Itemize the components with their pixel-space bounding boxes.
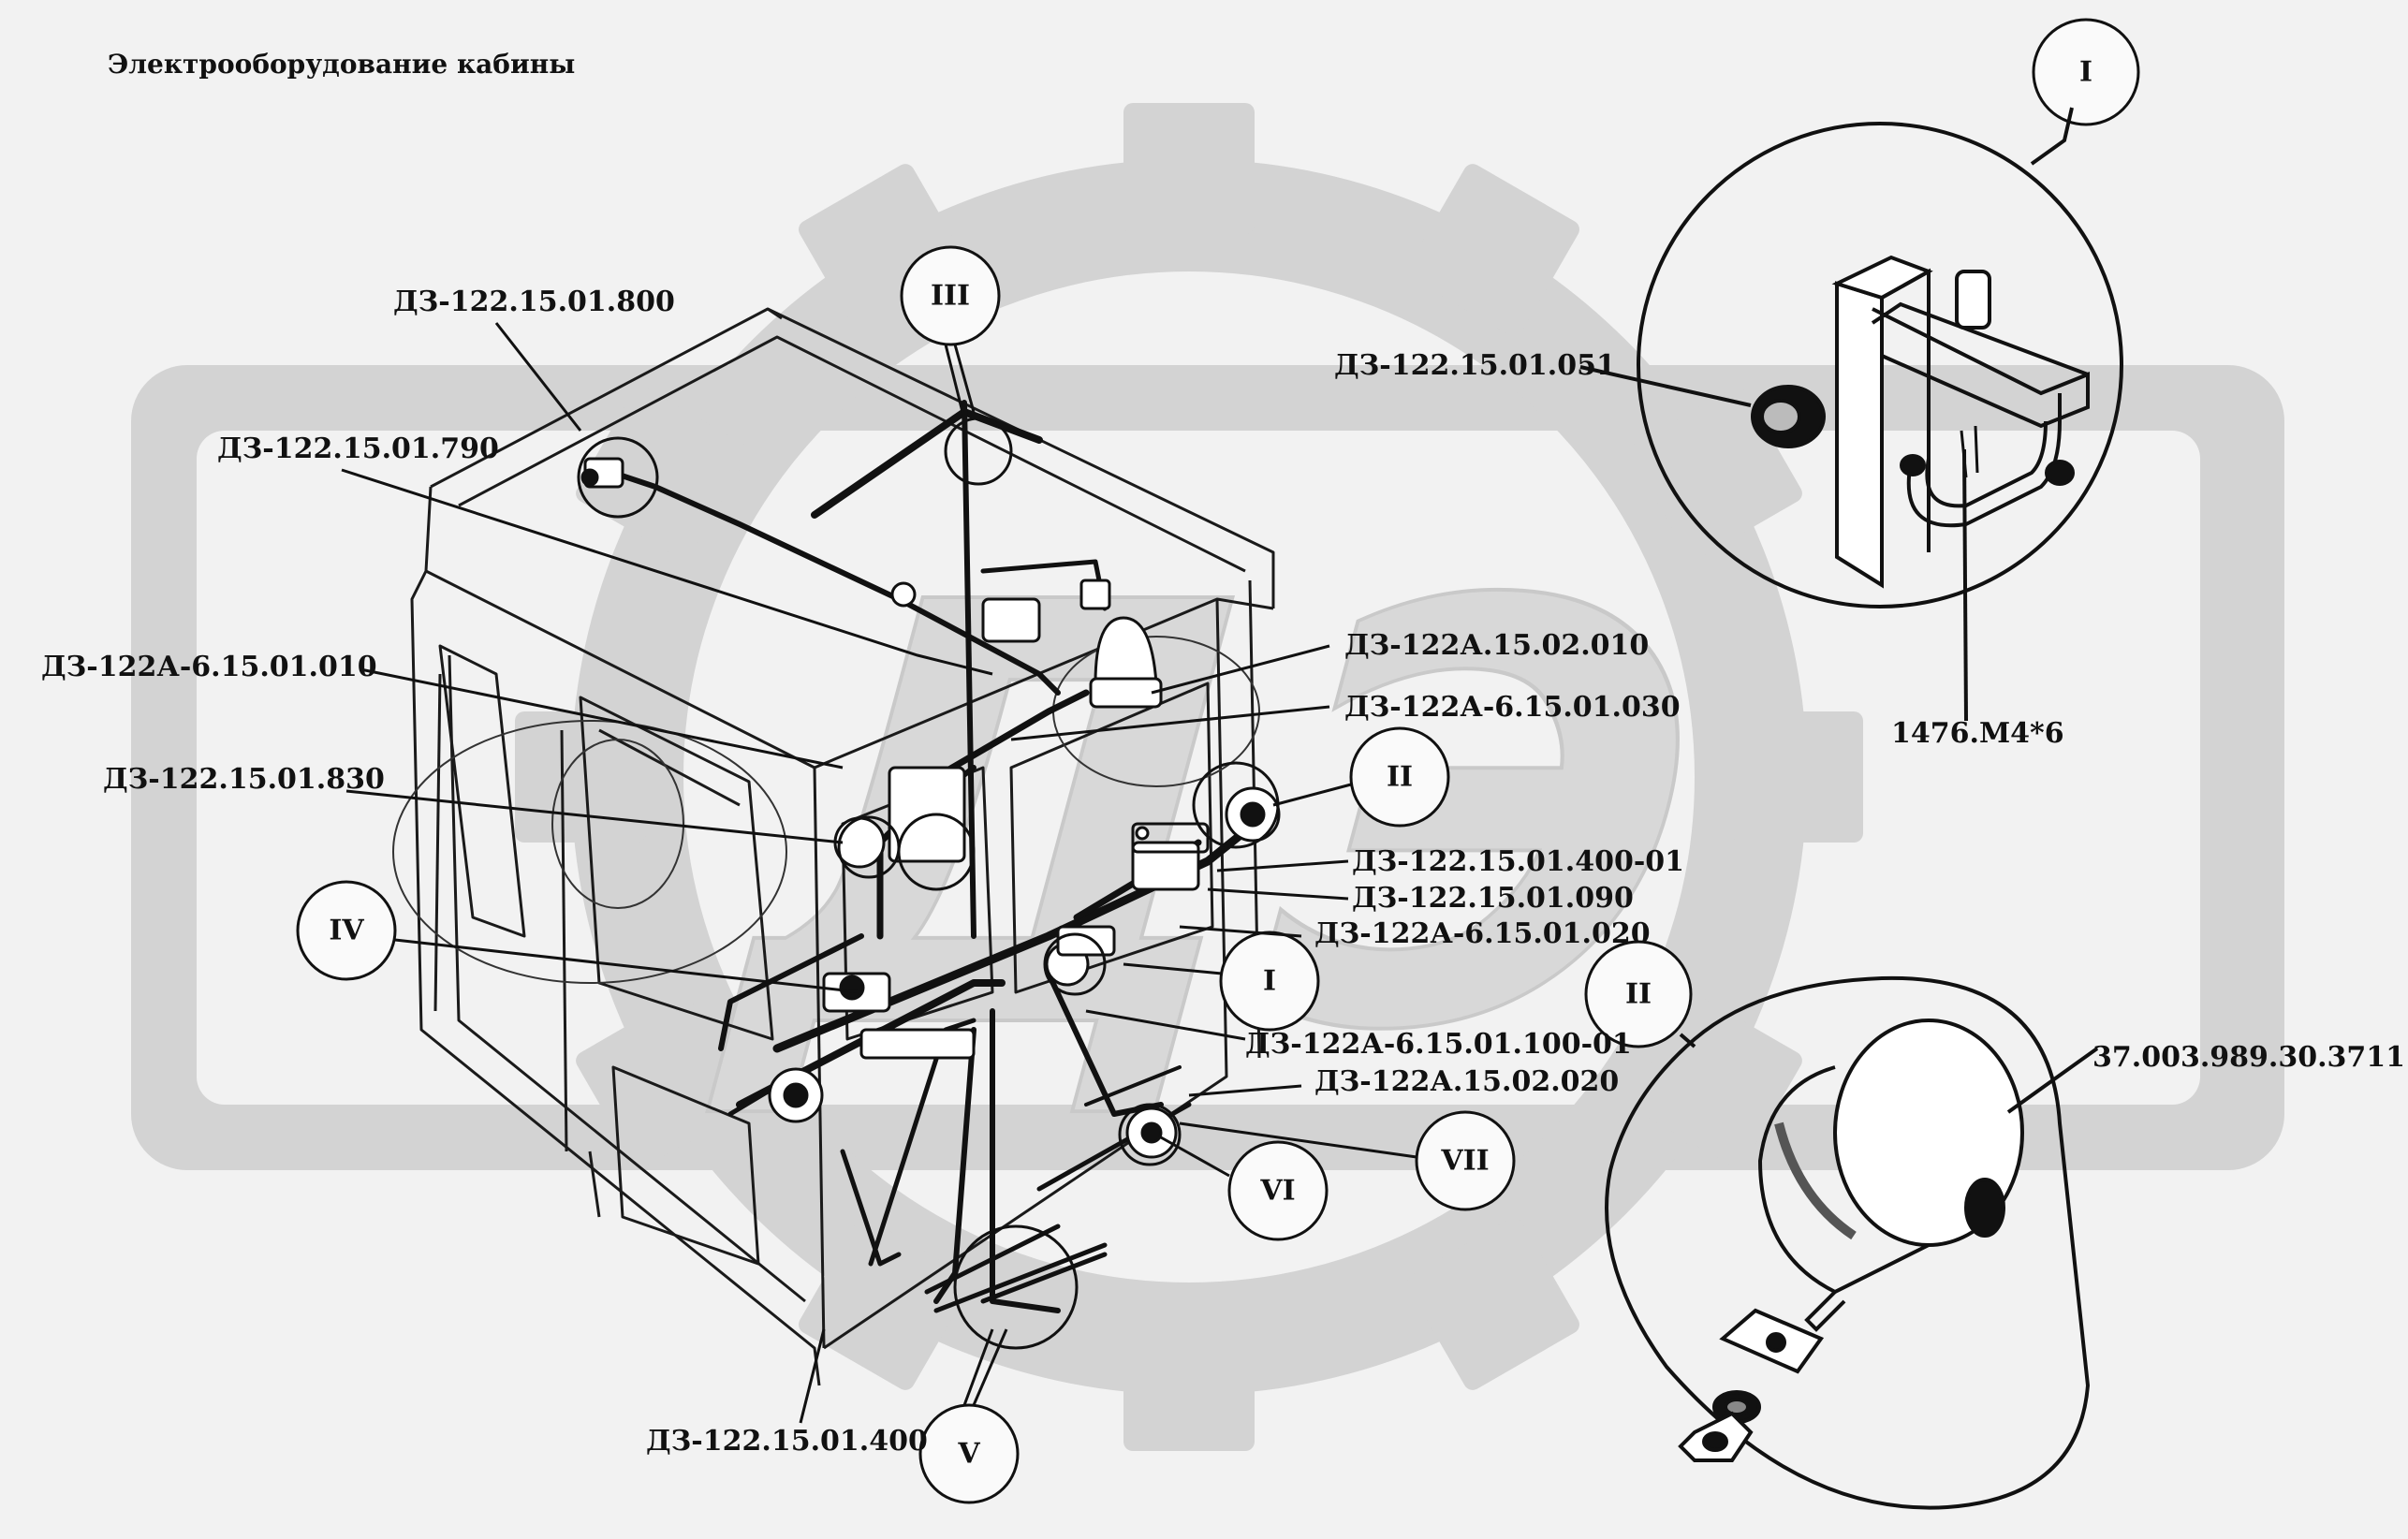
view-ref-circle-iv: [296, 880, 397, 981]
part-label: ДЗ-122А.15.02.010: [1344, 629, 1650, 662]
view-ref-circle-vii: [1415, 1110, 1516, 1211]
view-ref-vii: VII: [1441, 1144, 1490, 1178]
view-ref-i-cabin: I: [1262, 964, 1277, 998]
part-label: 1476.М4*6: [1891, 717, 2064, 750]
view-ref-ii-cabin: II: [1386, 760, 1414, 794]
part-label: ДЗ-122А-6.15.01.030: [1344, 691, 1681, 724]
part-label: ДЗ-122.15.01.051: [1334, 349, 1616, 382]
part-label: ДЗ-122А-6.15.01.010: [41, 651, 377, 683]
part-label: ДЗ-122.15.01.400-01: [1352, 845, 1685, 878]
cabin-body: [392, 307, 1275, 1386]
part-label: 37.003.989.30.3711: [2092, 1041, 2406, 1074]
view-ref-circle-iii: [900, 245, 1001, 346]
view-ref-vi: VI: [1260, 1174, 1296, 1208]
detail-circles: [577, 417, 1280, 1350]
view-ref-iii: III: [930, 279, 971, 313]
watermark-gear: [515, 103, 1863, 1451]
part-label: ДЗ-122А-6.15.01.100-01: [1245, 1028, 1632, 1061]
view-ref-circle-v: [918, 1403, 1020, 1504]
view-ref-iv: IV: [329, 914, 364, 947]
view-ref-circle-ii-cabin: [1349, 726, 1450, 828]
view-ref-circle-ii-detail: [1584, 940, 1693, 1048]
view-ref-v: V: [958, 1437, 980, 1471]
leader-lines: [341, 322, 1417, 1424]
view-ref-circle-vi: [1227, 1140, 1329, 1241]
part-label: ДЗ-122.15.01.800: [393, 286, 675, 318]
view-ref-circle-i-detail: [2032, 18, 2140, 126]
part-label: ДЗ-122А.15.02.020: [1314, 1065, 1620, 1098]
diagram-title: Электрооборудование кабины: [108, 49, 576, 80]
view-ref-ii-detail: II: [1624, 977, 1652, 1011]
part-label: ДЗ-122.15.01.830: [103, 763, 385, 796]
part-label: ДЗ-122.15.01.790: [217, 432, 499, 465]
detail-view-i: [1579, 107, 2123, 722]
part-label: ДЗ-122А-6.15.01.020: [1314, 917, 1651, 950]
view-ref-circles: [296, 18, 2140, 1504]
beacon-lamp: [1094, 616, 1158, 685]
detail-view-ii: [1605, 975, 2099, 1510]
part-label: ДЗ-122.15.01.090: [1352, 882, 1634, 915]
view-ref-i-detail: I: [2078, 55, 2093, 89]
part-label: ДЗ-122.15.01.400: [646, 1425, 928, 1458]
